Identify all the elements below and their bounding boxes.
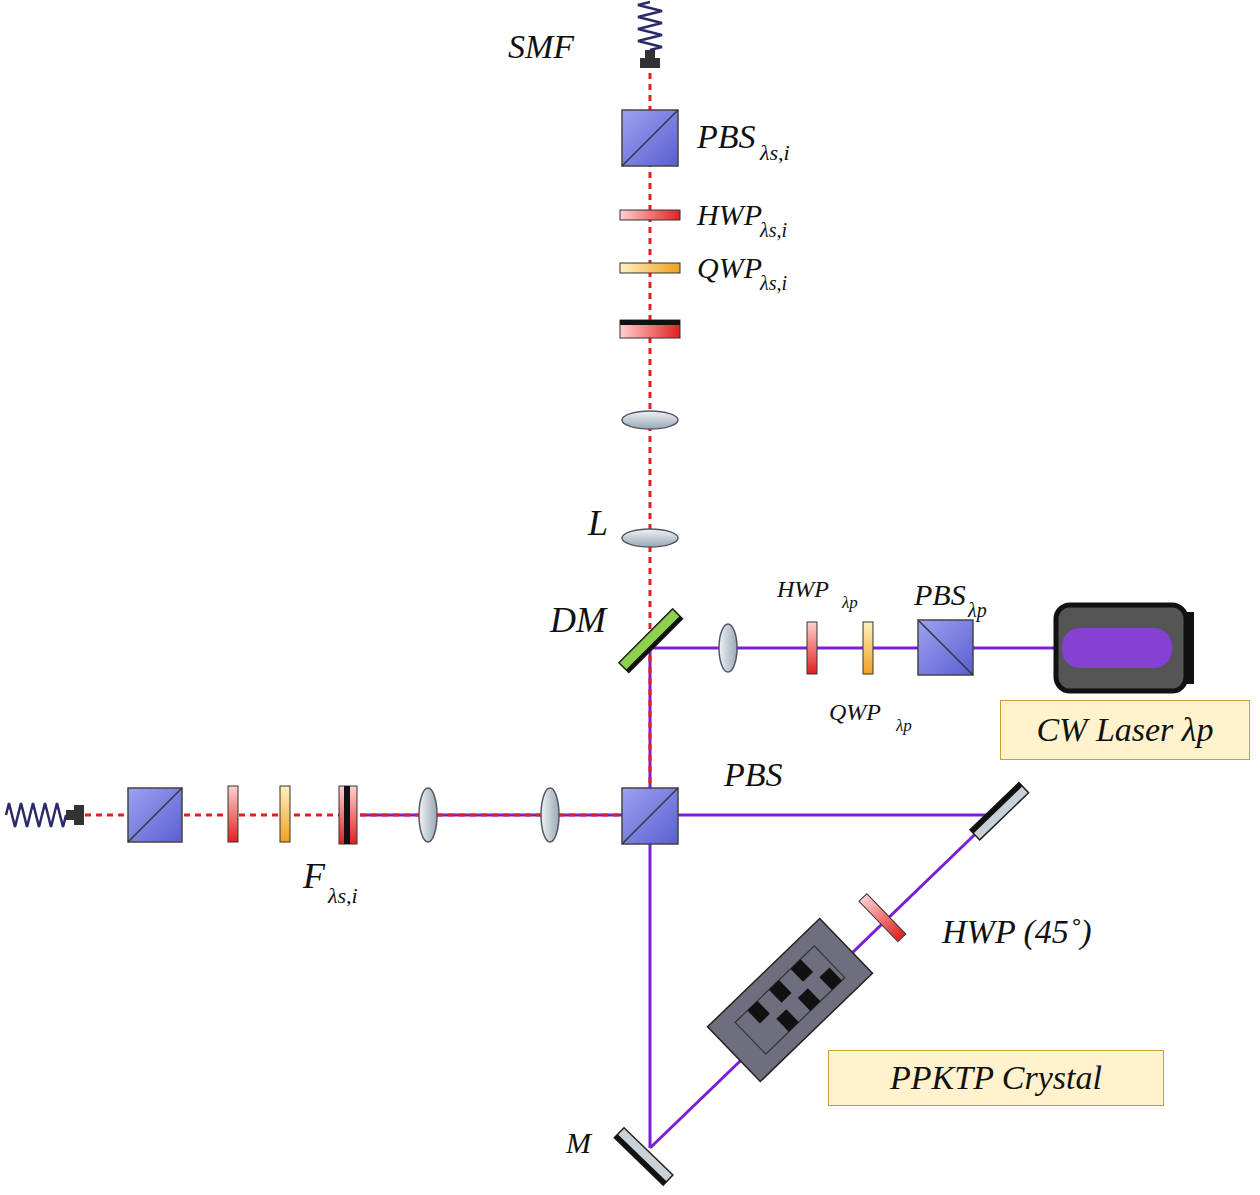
- subscript: λs,i: [760, 273, 787, 293]
- hwp-label: HWP: [777, 577, 829, 601]
- mirror-label: M: [566, 1128, 591, 1158]
- crystal-tag: PPKTP Crystal: [828, 1050, 1164, 1106]
- filter-label: F: [303, 858, 325, 894]
- tag-text: CW Laser λp: [1036, 711, 1213, 749]
- subscript: λp: [968, 600, 987, 620]
- hwp-label: HWP (45˚): [942, 915, 1092, 949]
- qwp-label: QWP: [829, 700, 881, 724]
- subscript: λs,i: [760, 220, 787, 240]
- subscript: λp: [896, 717, 912, 734]
- dm-label: DM: [550, 602, 606, 638]
- pbs-label: PBS: [724, 758, 783, 792]
- qwp-label: QWP: [697, 253, 762, 283]
- subscript: λp: [842, 594, 858, 611]
- pbs-label: PBS: [914, 580, 966, 610]
- lens-label: L: [588, 505, 608, 541]
- fiber-label: SMF: [508, 30, 574, 64]
- tag-text: PPKTP Crystal: [890, 1059, 1102, 1097]
- subscript: λs,i: [760, 142, 790, 164]
- pbs-label: PBS: [697, 120, 756, 154]
- subscript: λs,i: [328, 885, 358, 907]
- hwp-label: HWP: [697, 200, 762, 230]
- laser-tag: CW Laser λp: [1000, 700, 1250, 760]
